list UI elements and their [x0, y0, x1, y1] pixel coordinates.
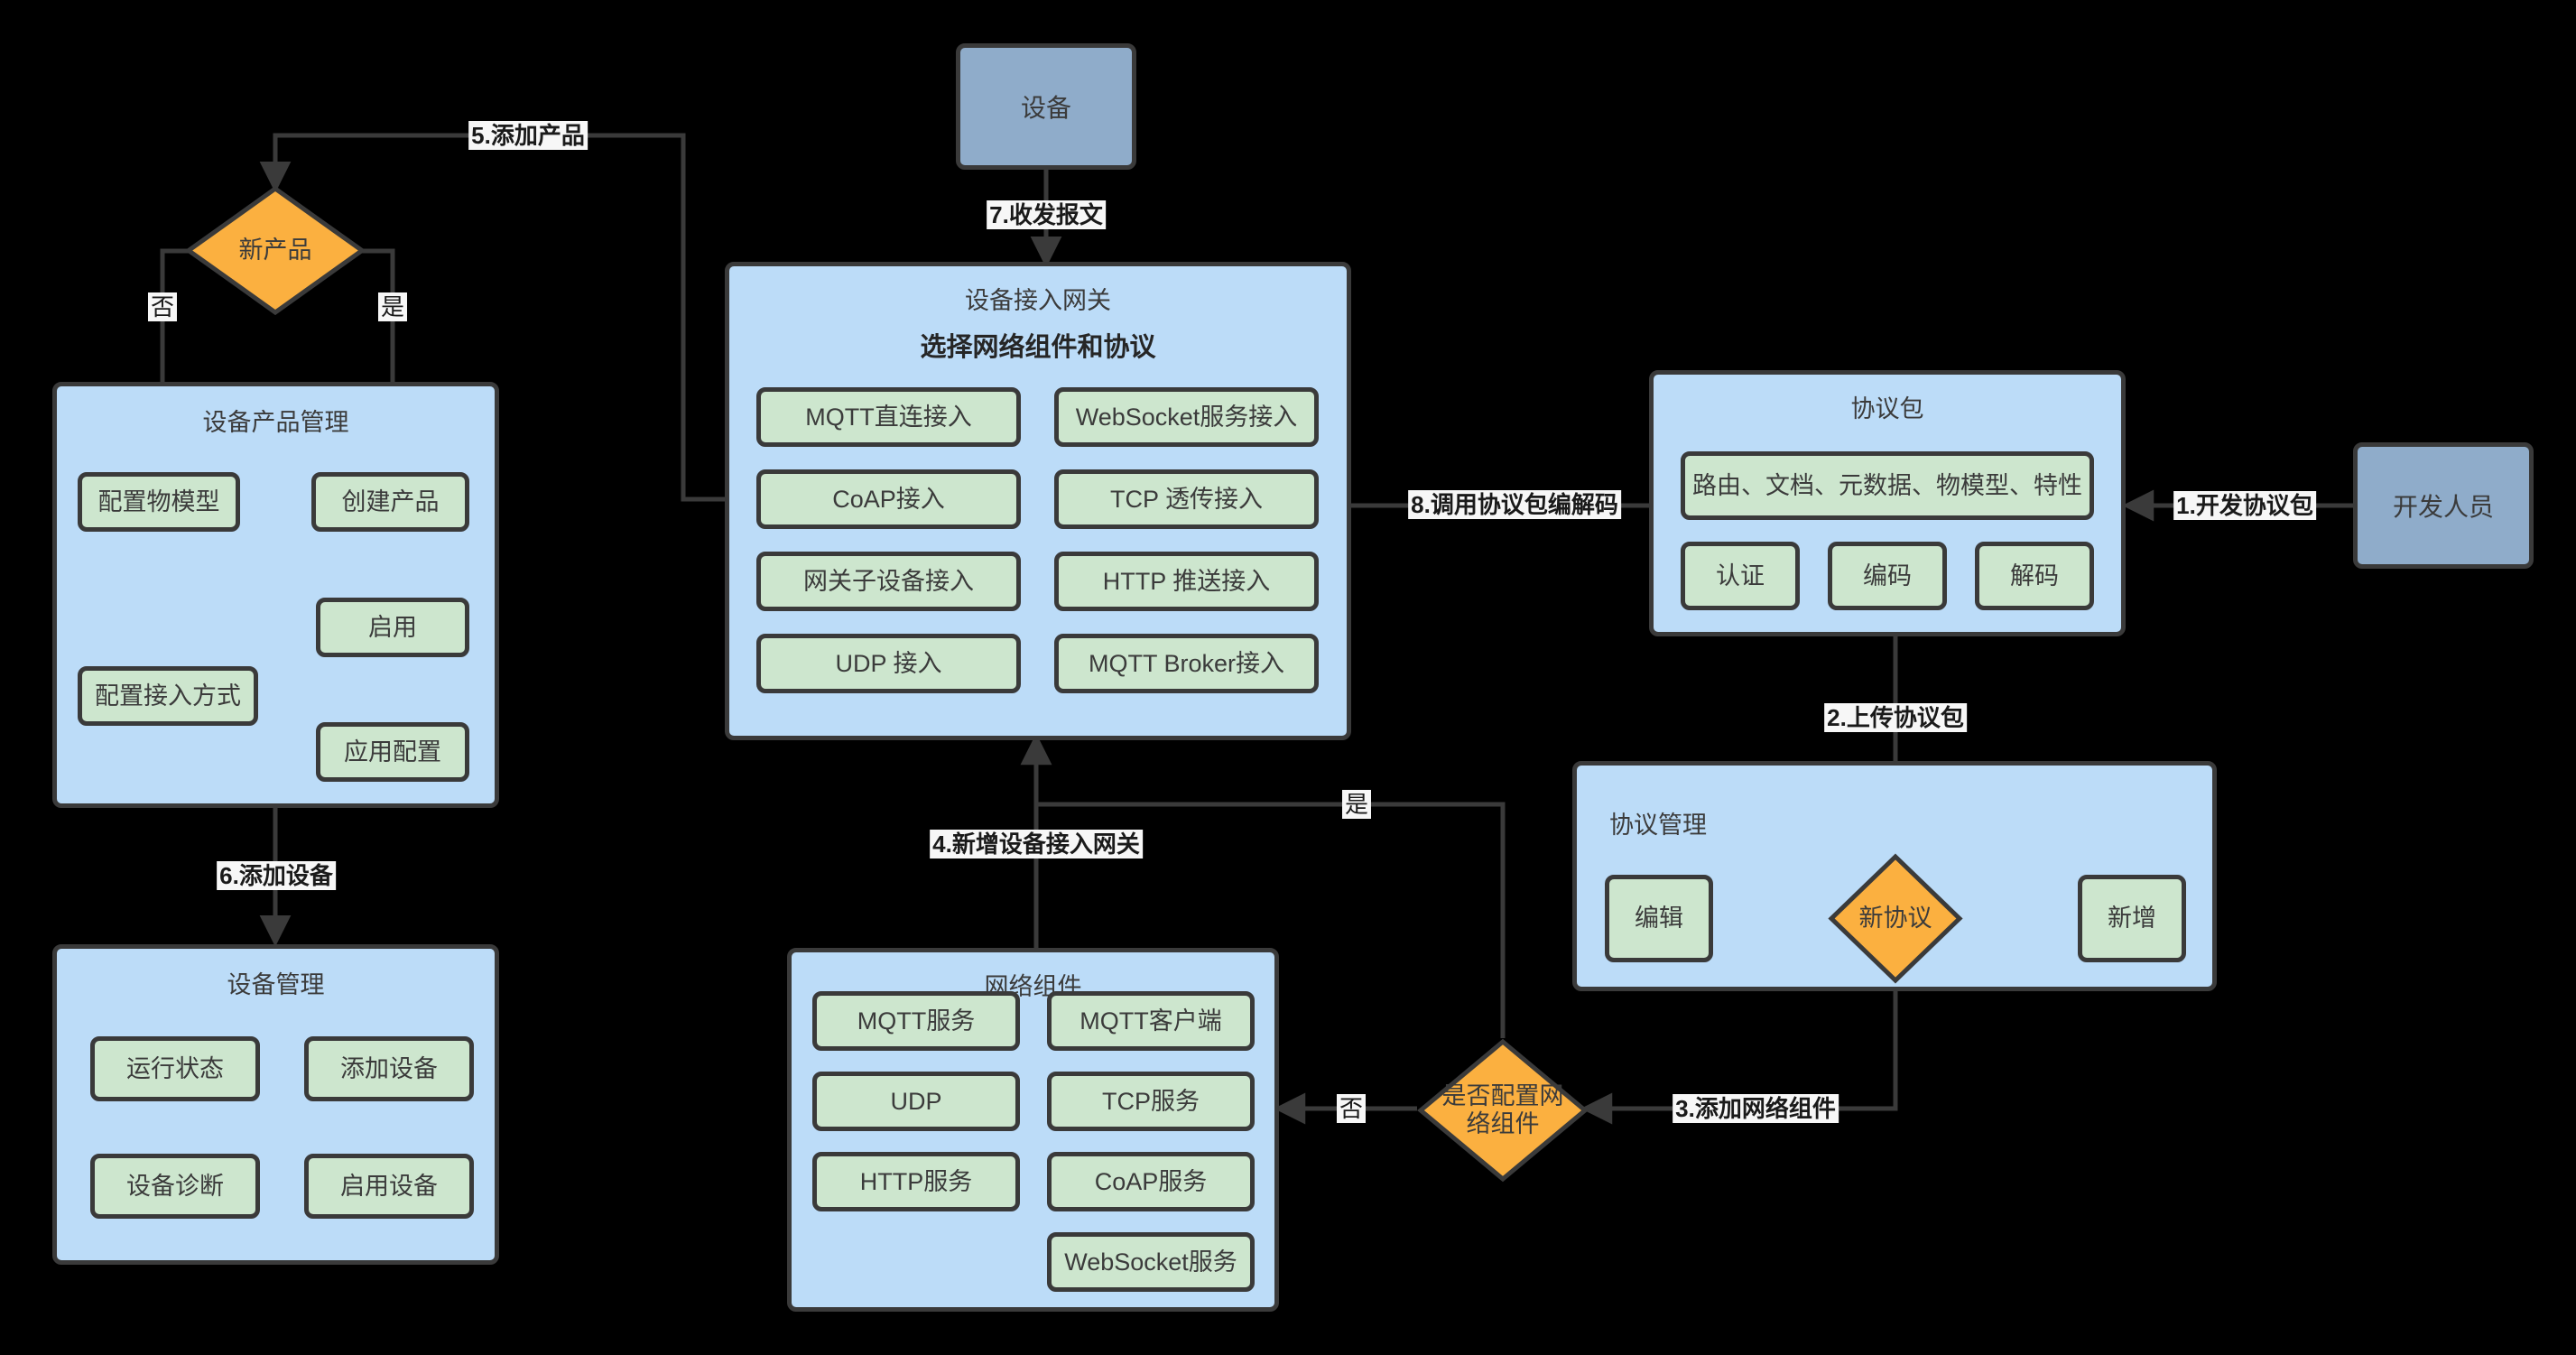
node-coap-service[interactable]: CoAP服务 [1047, 1152, 1255, 1211]
node-tcp-service[interactable]: TCP服务 [1047, 1072, 1255, 1131]
node-label: 运行状态 [126, 1054, 224, 1082]
node-websocket-service[interactable]: WebSocket服务 [1047, 1232, 1255, 1292]
edge-label-new-product-yes: 是 [377, 292, 408, 321]
node-label: HTTP 推送接入 [1102, 567, 1271, 595]
node-protocol-capabilities[interactable]: 路由、文档、元数据、物模型、特性 [1681, 451, 2094, 520]
node-edit-protocol[interactable]: 编辑 [1605, 875, 1713, 962]
edge-label-network-yes: 是 [1341, 790, 1372, 819]
actor-device-label: 设备 [1020, 94, 1071, 122]
node-running-status[interactable]: 运行状态 [90, 1036, 260, 1101]
node-device-diagnosis[interactable]: 设备诊断 [90, 1154, 260, 1219]
diamond-shape-icon [185, 185, 366, 316]
node-enable-device[interactable]: 启用设备 [304, 1154, 474, 1219]
group-title-protocol-management: 协议管理 [1609, 812, 1707, 839]
edge-label-3: 3.添加网络组件 [1673, 1094, 1839, 1123]
node-udp[interactable]: UDP [812, 1072, 1020, 1131]
group-title-device-product-management: 设备产品管理 [202, 409, 349, 436]
node-gateway-subdevice-access[interactable]: 网关子设备接入 [756, 552, 1021, 611]
node-tcp-transparent-access[interactable]: TCP 透传接入 [1054, 469, 1319, 529]
node-enable[interactable]: 启用 [316, 598, 469, 657]
edge-label-8: 8.调用协议包编解码 [1408, 490, 1621, 519]
edge-label-7: 7.收发报文 [987, 200, 1106, 229]
actor-device[interactable]: 设备 [956, 43, 1136, 170]
node-label: 配置物模型 [97, 487, 220, 515]
node-udp-access[interactable]: UDP 接入 [756, 634, 1021, 693]
decision-configure-network-component-label: 是否配置网 络组件 [1441, 1082, 1564, 1137]
node-add-device[interactable]: 添加设备 [304, 1036, 474, 1101]
node-apply-config[interactable]: 应用配置 [316, 722, 469, 782]
edge-label-new-product-no: 否 [147, 292, 178, 321]
decision-new-product[interactable]: 新产品 [185, 185, 366, 316]
node-label: 启用设备 [340, 1172, 438, 1200]
node-create-product[interactable]: 创建产品 [311, 472, 469, 532]
decision-configure-network-component[interactable]: 是否配置网 络组件 [1417, 1038, 1589, 1183]
node-label: 添加设备 [340, 1054, 438, 1082]
node-authentication[interactable]: 认证 [1681, 542, 1800, 610]
node-label: UDP [890, 1087, 942, 1115]
edge-label-1: 1.开发协议包 [2173, 491, 2316, 520]
node-label: 新增 [2108, 905, 2156, 933]
node-label: MQTT服务 [857, 1007, 976, 1035]
node-label: CoAP接入 [832, 485, 945, 513]
node-mqtt-client[interactable]: MQTT客户端 [1047, 991, 1255, 1051]
node-configure-thing-model[interactable]: 配置物模型 [78, 472, 240, 532]
group-title-device-access-gateway: 设备接入网关 [965, 287, 1111, 314]
node-label: CoAP服务 [1094, 1167, 1208, 1195]
node-label: 编码 [1863, 561, 1912, 589]
node-configure-access-method[interactable]: 配置接入方式 [78, 666, 258, 726]
node-label: 应用配置 [344, 738, 441, 766]
group-title-protocol-package: 协议包 [1850, 395, 1924, 422]
node-encode[interactable]: 编码 [1828, 542, 1947, 610]
node-label: MQTT直连接入 [805, 403, 972, 431]
decision-new-protocol[interactable]: 新协议 [1828, 853, 1963, 984]
node-label: 路由、文档、元数据、物模型、特性 [1692, 471, 2082, 499]
node-label: 设备诊断 [126, 1172, 224, 1200]
edge-label-6: 6.添加设备 [217, 861, 336, 890]
edge-label-network-no: 否 [1336, 1094, 1367, 1123]
node-mqtt-broker-access[interactable]: MQTT Broker接入 [1054, 634, 1319, 693]
edge-label-2: 2.上传协议包 [1824, 703, 1967, 732]
edge-label-4: 4.新增设备接入网关 [930, 830, 1143, 858]
group-title-device-management: 设备管理 [227, 971, 325, 998]
diamond-shape-icon [1417, 1038, 1589, 1183]
node-label: MQTT客户端 [1080, 1007, 1222, 1035]
node-label: 解码 [2010, 561, 2059, 589]
node-http-service[interactable]: HTTP服务 [812, 1152, 1020, 1211]
group-subtitle-device-access-gateway: 选择网络组件和协议 [920, 333, 1156, 362]
node-http-push-access[interactable]: HTTP 推送接入 [1054, 552, 1319, 611]
node-label: 启用 [368, 613, 417, 641]
node-label: 创建产品 [341, 487, 440, 515]
node-coap-access[interactable]: CoAP接入 [756, 469, 1021, 529]
diamond-shape-icon [1828, 853, 1963, 984]
node-label: TCP服务 [1102, 1087, 1200, 1115]
node-mqtt-service[interactable]: MQTT服务 [812, 991, 1020, 1051]
node-label: 配置接入方式 [95, 682, 241, 710]
decision-new-protocol-label: 新协议 [1858, 905, 1932, 932]
node-decode[interactable]: 解码 [1975, 542, 2094, 610]
node-label: WebSocket服务 [1064, 1248, 1237, 1276]
node-label: HTTP服务 [859, 1167, 973, 1195]
actor-developer-label: 开发人员 [2392, 493, 2494, 521]
node-label: TCP 透传接入 [1109, 485, 1263, 513]
actor-developer[interactable]: 开发人员 [2353, 442, 2534, 569]
node-label: 认证 [1716, 561, 1765, 589]
edge-label-5: 5.添加产品 [468, 121, 588, 150]
node-add-protocol[interactable]: 新增 [2078, 875, 2186, 962]
node-websocket-service-access[interactable]: WebSocket服务接入 [1054, 387, 1319, 447]
node-label: 编辑 [1635, 905, 1683, 933]
decision-new-product-label: 新产品 [238, 237, 312, 264]
node-mqtt-direct-access[interactable]: MQTT直连接入 [756, 387, 1021, 447]
node-label: UDP 接入 [835, 649, 942, 677]
node-label: MQTT Broker接入 [1088, 649, 1284, 677]
node-label: WebSocket服务接入 [1075, 403, 1298, 431]
node-label: 网关子设备接入 [803, 567, 974, 595]
